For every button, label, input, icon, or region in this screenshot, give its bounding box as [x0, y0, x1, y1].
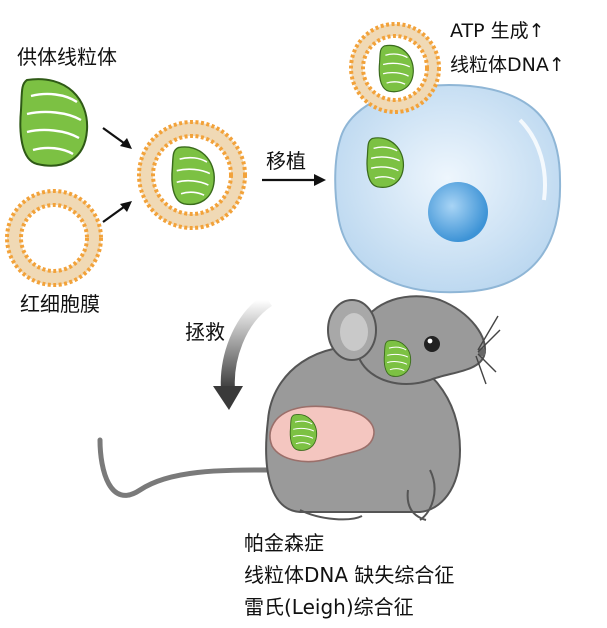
coated-mitochondrion — [137, 120, 247, 230]
rbc-membrane-vesicle — [5, 189, 103, 287]
arrow-mito-to-combined — [102, 127, 132, 149]
atp-label: ATP 生成↑ — [450, 20, 545, 42]
arrow-membrane-to-combined — [102, 201, 132, 223]
rescue-arrow — [213, 294, 273, 410]
transplant-label: 移植 — [266, 149, 306, 173]
transplant-arrow — [262, 174, 326, 186]
mouse — [97, 295, 501, 521]
recipient-cell — [334, 84, 562, 294]
rescue-label: 拯救 — [185, 320, 225, 344]
disease-leigh-label: 雷氏(Leigh)综合征 — [244, 595, 414, 619]
disease-mtdna-depletion-label: 线粒体DNA 缺失综合征 — [244, 563, 455, 587]
mtdna-label: 线粒体DNA↑ — [450, 54, 565, 76]
entering-coated-mitochondrion — [349, 22, 441, 114]
rbc-membrane-label: 红细胞膜 — [20, 292, 100, 316]
donor-mitochondrion — [19, 78, 89, 167]
disease-parkinson-label: 帕金森症 — [244, 531, 324, 555]
nucleus — [428, 182, 488, 242]
donor-mitochondrion-label: 供体线粒体 — [17, 45, 117, 69]
